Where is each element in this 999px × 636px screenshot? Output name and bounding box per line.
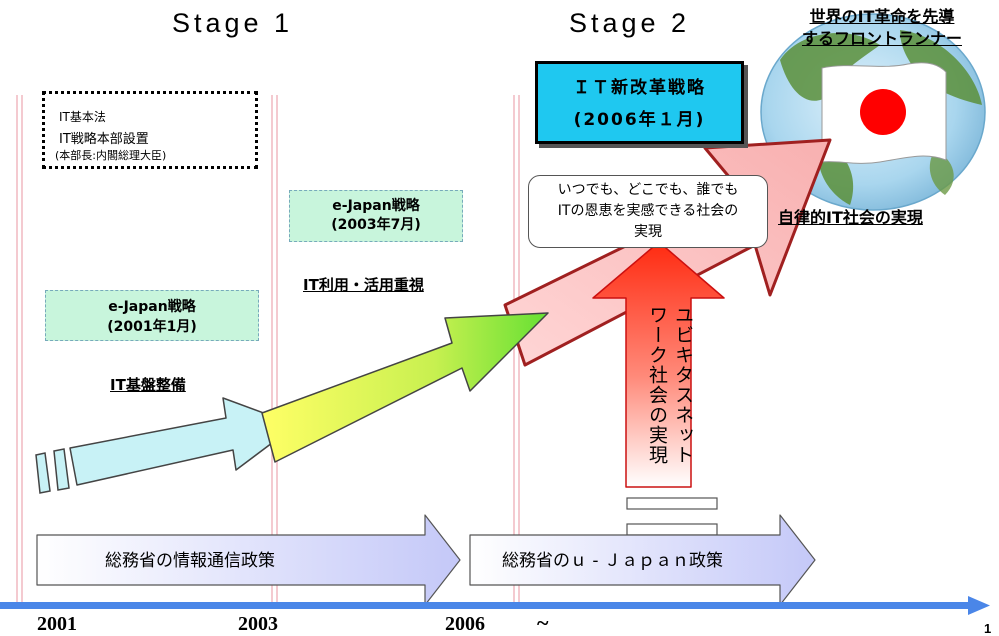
it-new-reform-box: ＩＴ新改革戦略 (2006年１月) [535,61,744,144]
ejapan-2001-box: e-Japan戦略 (2001年1月) [45,290,259,341]
stage-1-title: Stage 1 [172,8,294,38]
ejapan-2003-box: e-Japan戦略 (2003年7月) [289,190,463,242]
it-hq-text: IT戦略本部設置 [59,132,149,147]
it-use-label: IT利用・活用重視 [303,276,424,294]
year-2006: 2006 [445,613,485,635]
year-onward-tilde: ~ [537,610,549,635]
mic-ict-policy-arrow [36,514,461,606]
caption-line-1: 世界のIT革命を先導 [809,7,955,26]
arrow-base-stripes [626,497,718,536]
ejapan-2003-date: (2003年7月) [331,217,421,233]
ejapan-2001-date: (2001年1月) [107,319,197,335]
ejapan-2001-title: e-Japan戦略 [108,299,196,315]
it-infra-arrow [35,397,297,494]
it-infra-label: IT基盤整備 [110,376,186,394]
year-2001: 2001 [37,613,77,635]
timeline-axis [0,596,990,615]
ubiquitous-up-arrow [592,241,725,488]
ubiquitous-col-1: ユビキタスネット [672,305,694,465]
it-basic-law-box: IT基本法 IT戦略本部設置 (本部長:内閣総理大臣) [42,91,258,169]
top-right-caption: 世界のIT革命を先導 するフロントランナー [782,6,982,50]
stage-2-title: Stage 2 [569,8,691,38]
mic-ujapan-policy-text: 総務省のｕ - Ｊａｐａｎ政策 [502,551,723,571]
ubiquitous-network-text: ユビキタスネット ワーク社会の実現 [640,305,700,480]
bubble-line-2: ITの恩恵を実感できる社会の [557,203,739,219]
mic-ujapan-policy-arrow [469,514,816,606]
ubiquitous-benefit-bubble: いつでも、どこでも、誰でも ITの恩恵を実感できる社会の 実現 [528,175,768,248]
japan-flag-icon [821,62,947,164]
ubiquitous-col-2: ワーク社会の実現 [646,305,668,465]
bubble-line-3: 実現 [634,224,662,240]
year-2003: 2003 [238,613,278,635]
it-new-reform-title: ＩＴ新改革戦略 [573,78,706,98]
hq-chief-text: (本部長:内閣総理大臣) [55,149,167,162]
mic-ict-policy-text: 総務省の情報通信政策 [105,551,275,571]
page-number: 1 [984,621,992,636]
it-new-reform-date: (2006年１月) [573,110,706,130]
autonomous-it-society-label: 自律的IT社会の実現 [778,208,923,227]
caption-line-2: するフロントランナー [801,29,962,48]
bubble-line-1: いつでも、どこでも、誰でも [557,182,739,198]
ejapan-2003-title: e-Japan戦略 [332,198,420,214]
it-basic-law-text: IT基本法 [59,110,106,124]
it-use-arrow [261,312,549,463]
